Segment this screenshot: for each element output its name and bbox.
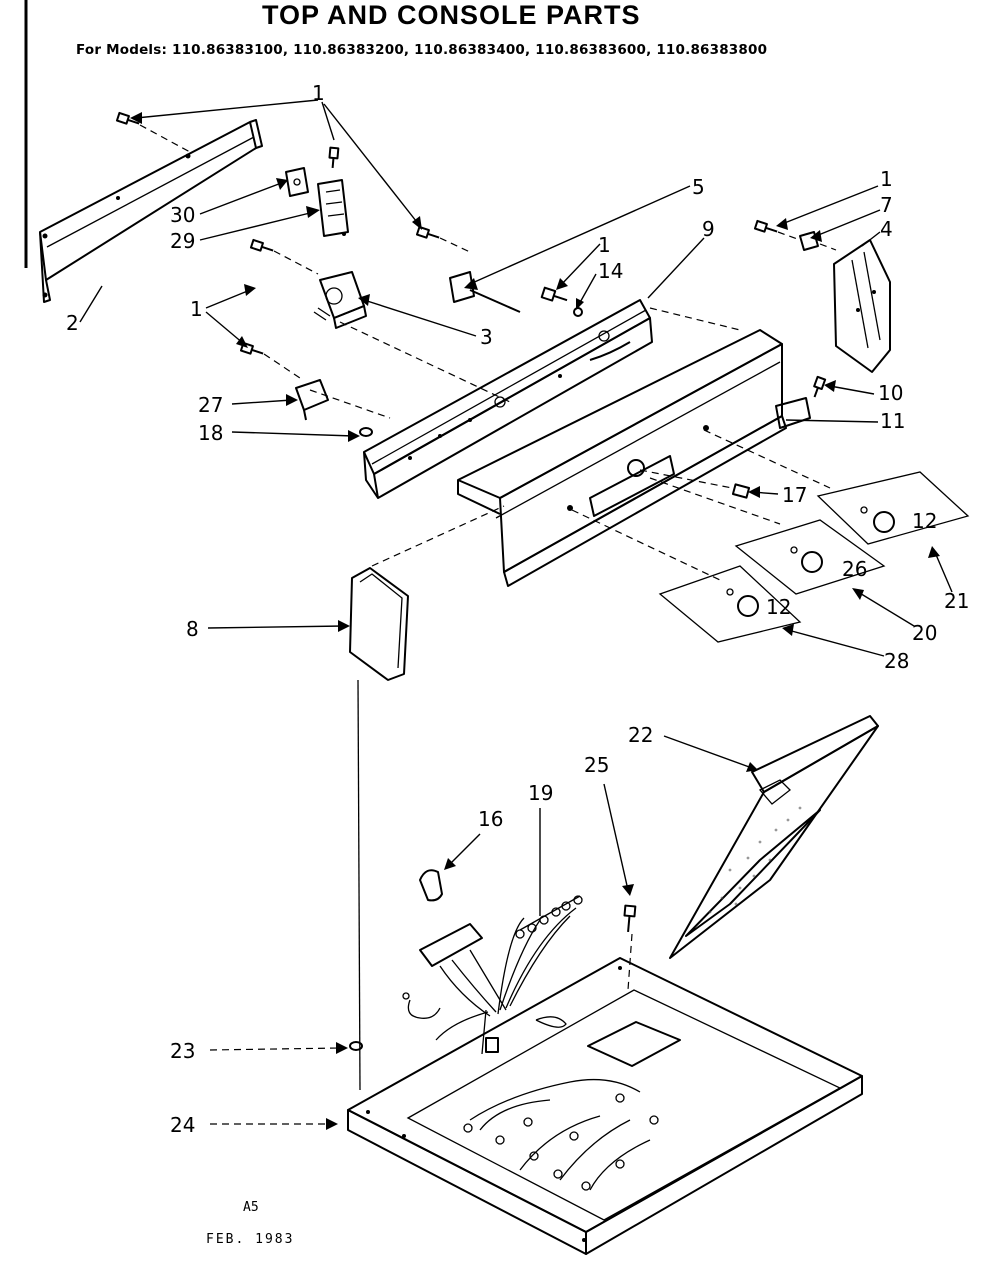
callout-1: 1	[312, 81, 325, 105]
part-27-switch	[295, 379, 329, 421]
callout-2: 2	[66, 311, 79, 335]
callout-28: 28	[884, 649, 909, 673]
callout-21: 21	[944, 589, 969, 613]
part-14-screw	[540, 286, 583, 317]
callout-1: 1	[880, 167, 893, 191]
model-list: For Models: 110.86383100, 110.86383200, …	[76, 42, 768, 58]
part-25-screw	[623, 904, 637, 991]
callout-12: 12	[912, 509, 937, 533]
callout-1: 1	[190, 297, 203, 321]
part-16-clip	[419, 869, 443, 902]
callout-4: 4	[880, 217, 893, 241]
part-29-switch	[317, 179, 349, 237]
part-20-knob-assembly	[734, 519, 886, 595]
callout-27: 27	[198, 393, 223, 417]
part-11-console	[457, 329, 811, 587]
callout-18: 18	[198, 421, 223, 445]
callout-22: 22	[628, 723, 653, 747]
diagram-title: TOP AND CONSOLE PARTS	[262, 0, 641, 30]
part-23-clip	[349, 1041, 363, 1051]
callout-1: 1	[598, 233, 611, 257]
callout-14: 14	[598, 259, 623, 283]
part-18-clip	[359, 427, 373, 437]
callout-20: 20	[912, 621, 937, 645]
callout-8: 8	[186, 617, 199, 641]
part-28-knob-assembly	[658, 565, 802, 643]
part-2-rear-panel	[39, 119, 263, 303]
callout-26: 26	[842, 557, 867, 581]
callout-16: 16	[478, 807, 503, 831]
part-4-end-cap	[833, 239, 891, 373]
callout-11: 11	[880, 409, 905, 433]
callout-24: 24	[170, 1113, 195, 1137]
part-24-top	[347, 957, 863, 1255]
part-7-clip	[799, 231, 819, 251]
callout-19: 19	[528, 781, 553, 805]
part-10-screw	[813, 375, 827, 398]
callout-25: 25	[584, 753, 609, 777]
part-8-cover	[349, 505, 505, 1091]
part-30-bracket	[285, 167, 309, 197]
part-19-wire-harness	[402, 895, 583, 1055]
callout-29: 29	[170, 229, 195, 253]
part-5-bracket	[449, 271, 521, 313]
callout-23: 23	[170, 1039, 195, 1063]
part-9-control-bracket	[363, 299, 653, 499]
part-3-timer	[313, 271, 367, 329]
callout-9: 9	[702, 217, 715, 241]
callout-3: 3	[480, 325, 493, 349]
callout-12: 12	[766, 595, 791, 619]
callout-30: 30	[170, 203, 195, 227]
part-21-knob-assembly	[816, 471, 970, 545]
leader-lines	[79, 99, 953, 1130]
part-1-screws	[115, 111, 778, 355]
callout-5: 5	[692, 175, 705, 199]
part-22-lid	[669, 715, 879, 959]
callout-7: 7	[880, 193, 893, 217]
footer-date: FEB. 1983	[206, 1232, 295, 1247]
callout-17: 17	[782, 483, 807, 507]
part-17-knob-shaft	[731, 483, 751, 499]
callout-labels: 1 2 30 29 1 3 5 1 14 9 1 7 4 10 11 27 18…	[66, 81, 969, 1137]
footer-code: A5	[243, 1200, 259, 1215]
callout-10: 10	[878, 381, 903, 405]
